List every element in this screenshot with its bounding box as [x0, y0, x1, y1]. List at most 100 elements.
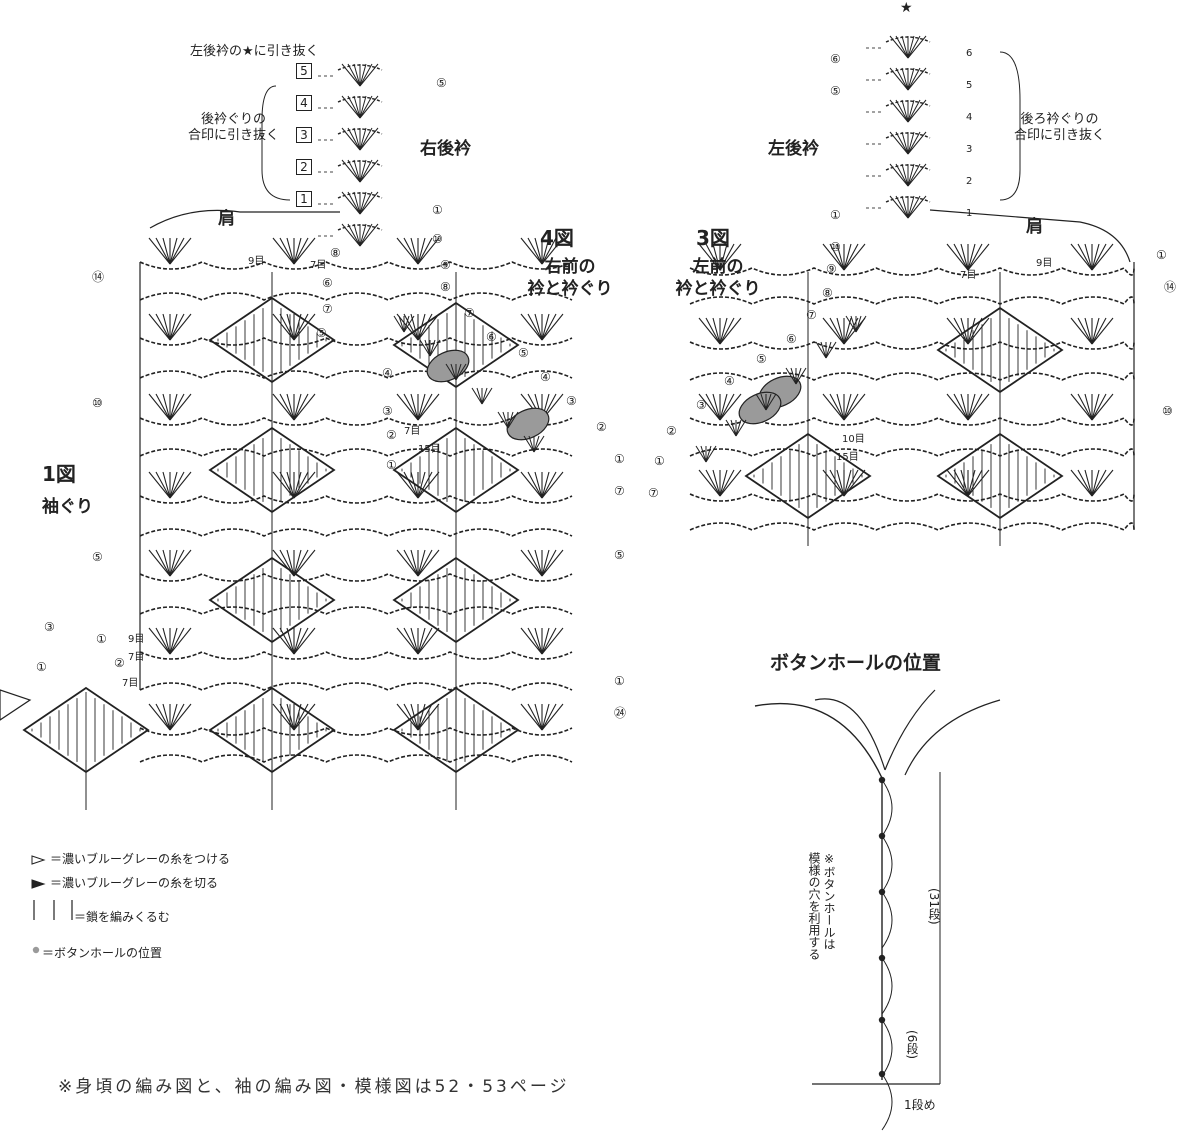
total-rows-label: (31段)	[927, 888, 941, 925]
fan-stitch	[541, 703, 564, 731]
fan-stitch	[836, 243, 845, 271]
fan-stitch	[417, 627, 440, 655]
chain-row	[689, 372, 1135, 381]
fan-stitch	[822, 317, 845, 345]
fan-stitch	[698, 243, 721, 271]
legend-cut-text: ＝濃いブルーグレーの糸を切る	[50, 876, 219, 890]
buttonhole-arc	[881, 1019, 893, 1077]
row-number: ⑤	[614, 548, 625, 562]
collar-stitch	[359, 95, 373, 119]
chain-row	[689, 267, 1135, 276]
collar-stitch	[907, 67, 921, 91]
fan-stitch	[960, 469, 969, 497]
collar-stitch	[353, 223, 361, 247]
fan-stitch	[417, 703, 440, 731]
fan-stitch	[286, 703, 295, 731]
collar-stitch	[901, 67, 909, 91]
fan-stitch	[836, 317, 845, 345]
fan-stitch	[967, 317, 990, 345]
row-number: ⑦	[322, 302, 333, 316]
collar-stitch	[907, 195, 921, 219]
chain-row	[689, 493, 1135, 502]
fan-stitch	[541, 703, 550, 731]
fan-stitch	[1084, 393, 1093, 421]
fan-stitch	[1084, 243, 1093, 271]
fan-stitch	[1070, 317, 1093, 345]
collar-stitch	[347, 191, 361, 215]
neck-stitch	[429, 339, 441, 357]
chain-row	[139, 727, 573, 736]
neck-stitch	[455, 363, 462, 381]
collar-stitch	[907, 67, 927, 91]
fan-stitch	[417, 393, 433, 421]
neck-fan-stitches	[393, 315, 867, 463]
row-number: ⑩	[1162, 404, 1173, 418]
collar-stitch	[901, 99, 909, 123]
collar-stitch	[895, 35, 909, 59]
fig3-stitch-pattern	[689, 209, 1135, 546]
fan-stitch	[293, 627, 309, 655]
collar-stitch	[353, 63, 361, 87]
neck-stitch	[497, 411, 509, 429]
fan-stitch	[272, 703, 295, 731]
row-number: ⑦	[648, 486, 659, 500]
collar-stitch	[353, 191, 361, 215]
fan-stitch	[279, 313, 295, 341]
row-number: ①	[1156, 248, 1167, 262]
fan-stitch	[148, 471, 171, 499]
fan-stitch	[293, 549, 316, 577]
fan-stitch	[967, 243, 976, 271]
fan-stitch	[698, 469, 721, 497]
fan-stitch	[293, 393, 309, 421]
neck-stitch	[533, 435, 540, 453]
fan-stitch	[1091, 469, 1114, 497]
stitch-count: 9目	[1036, 258, 1053, 269]
fan-stitch	[272, 627, 295, 655]
fan-stitch	[293, 237, 316, 265]
fan-stitch	[946, 469, 969, 497]
fan-stitch	[520, 703, 543, 731]
fan-stitch	[417, 549, 426, 577]
fan-stitch	[541, 471, 564, 499]
fan-stitch	[148, 703, 171, 731]
legend-symbols	[31, 855, 73, 954]
fan-stitch	[410, 549, 419, 577]
row-number: ⑦	[464, 306, 475, 320]
chain-row	[139, 528, 573, 537]
fan-stitch	[169, 237, 185, 265]
row-number: ⑧	[822, 286, 833, 300]
chain-row	[139, 448, 573, 457]
collar-stitch	[359, 223, 379, 247]
fan-stitch	[1091, 469, 1100, 497]
collar-stitch	[901, 131, 909, 155]
collar-chain	[337, 224, 383, 231]
fan-stitch	[953, 393, 969, 421]
fan-stitch	[520, 627, 543, 655]
fan-stitch	[953, 469, 969, 497]
fan-stitch	[403, 237, 419, 265]
fan-stitch	[155, 627, 171, 655]
collar-stitch	[359, 63, 373, 87]
collar-note-top: 左後衿の★に引き抜く	[190, 44, 319, 59]
fan-stitch	[403, 313, 419, 341]
fan-stitch	[1077, 317, 1093, 345]
neck-stitch	[795, 367, 807, 385]
fan-stitch	[520, 549, 543, 577]
fan-stitch	[148, 393, 171, 421]
neck-stitch	[845, 315, 857, 333]
fan-stitch	[396, 237, 419, 265]
fan-stitch	[169, 627, 178, 655]
fan-stitch	[272, 549, 295, 577]
fan-stitch	[286, 313, 295, 341]
collar-stitch	[907, 35, 921, 59]
fan-stitch	[1091, 393, 1114, 421]
fan-stitch	[279, 393, 295, 421]
neck-stitch	[765, 393, 777, 411]
row-number: ⑤	[830, 84, 841, 98]
fan-stitch	[162, 627, 171, 655]
collar-stitch	[353, 95, 361, 119]
neck-stitch	[471, 387, 483, 405]
front-edge-outline	[754, 702, 883, 1080]
fan-stitch	[286, 393, 295, 421]
